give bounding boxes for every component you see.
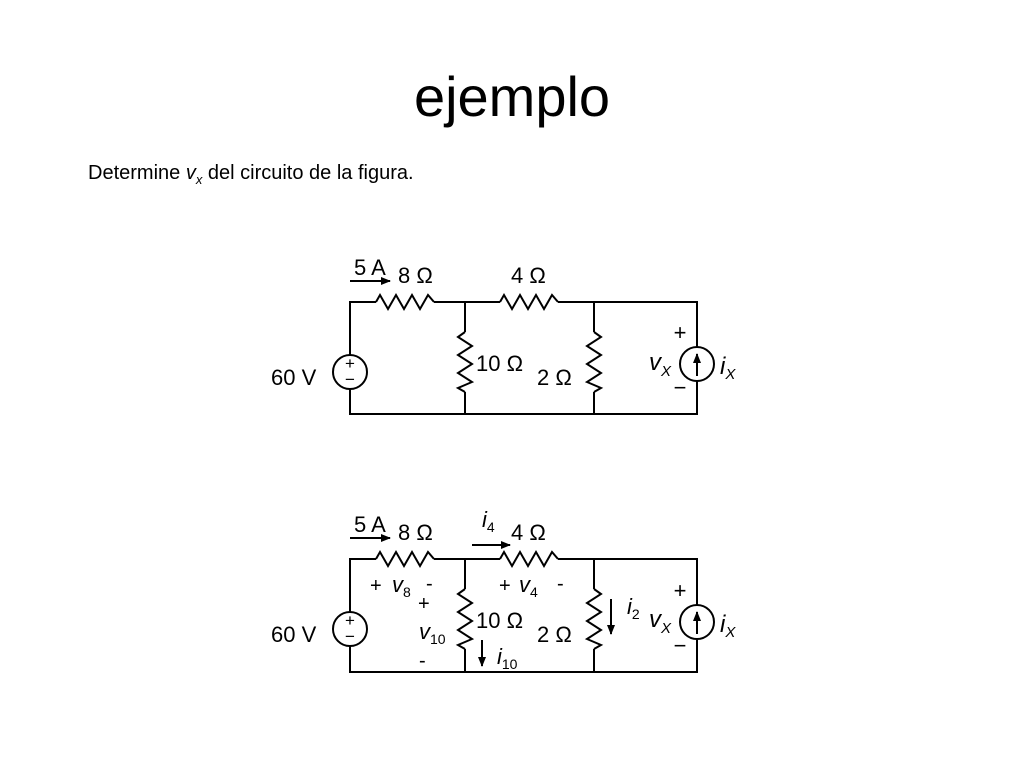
label-2-ohm: 2 Ω [537, 622, 572, 647]
v10-plus: + [418, 593, 430, 615]
label-v8: v8 [392, 572, 411, 600]
label-60v: 60 V [271, 622, 317, 647]
wire-top-right [558, 558, 698, 605]
ix-main: i [720, 353, 726, 380]
vx-main: v [649, 606, 663, 633]
wire-bottom [349, 389, 698, 415]
source-minus-sign: − [345, 627, 355, 646]
label-i4: i4 [482, 507, 495, 535]
label-8-ohm: 8 Ω [398, 263, 433, 288]
label-60v: 60 V [271, 365, 317, 390]
label-vx: vX [649, 349, 672, 380]
v10-main: v [419, 619, 432, 644]
i10-main: i [497, 644, 503, 669]
source-minus-sign: − [345, 370, 355, 389]
label-i2: i2 [627, 594, 640, 622]
circuit-top: + − 60 V 5 A 8 Ω 4 Ω 10 Ω 2 Ω + − vX iX [271, 255, 736, 415]
v8-sub: 8 [403, 584, 411, 600]
resistor-10-ohm [455, 588, 475, 650]
wire-top-left [349, 558, 376, 612]
label-v10: v10 [419, 619, 446, 647]
circuit-bottom: + − 60 V 5 A 8 Ω 4 Ω 10 Ω 2 Ω i4 + v8 - … [271, 507, 736, 673]
vx-sub: X [660, 363, 672, 380]
resistor-8-ohm [375, 549, 435, 569]
resistor-2-ohm [584, 588, 604, 650]
wire-bottom [349, 640, 698, 673]
source-plus-sign: + [345, 611, 355, 630]
voltage-source-60v [332, 611, 368, 647]
resistor-4-ohm [499, 292, 559, 312]
wire-top-right [558, 301, 698, 340]
label-5a: 5 A [354, 512, 386, 537]
resistor-10-ohm [455, 331, 475, 393]
resistor-2-ohm [584, 331, 604, 393]
v4-sub: 4 [530, 584, 538, 600]
problem-variable: vx [185, 162, 203, 187]
current-source-ix [679, 604, 715, 640]
v8-minus: - [426, 573, 433, 595]
label-ix: iX [720, 353, 736, 383]
problem-text-end: del circuito de la figura. [207, 162, 414, 184]
vx-sub: X [660, 620, 672, 637]
ix-main: i [720, 611, 726, 638]
label-10-ohm: 10 Ω [476, 351, 523, 376]
vx-plus: + [674, 578, 687, 603]
ix-sub: X [724, 624, 736, 641]
label-vx: vX [649, 606, 672, 637]
i2-sub: 2 [632, 606, 640, 622]
problem-variable-sub: x [195, 172, 203, 187]
label-5a: 5 A [354, 255, 386, 280]
v10-minus: - [419, 650, 426, 672]
ix-sub: X [724, 366, 736, 383]
label-4-ohm: 4 Ω [511, 263, 546, 288]
label-i10: i10 [497, 644, 518, 672]
label-4-ohm: 4 Ω [511, 520, 546, 545]
label-10-ohm: 10 Ω [476, 608, 523, 633]
source-plus-sign: + [345, 354, 355, 373]
v4-minus: - [557, 573, 564, 595]
problem-text-start: Determine [88, 162, 181, 184]
label-v4: v4 [519, 572, 538, 600]
i4-main: i [482, 507, 488, 532]
slide-title: ejemplo [413, 65, 611, 128]
vx-main: v [649, 349, 663, 376]
vx-plus: + [674, 320, 687, 345]
v8-plus: + [370, 575, 382, 597]
vx-minus: − [674, 633, 687, 658]
v8-main: v [392, 572, 405, 597]
resistor-4-ohm [499, 549, 559, 569]
wire-top-left [349, 301, 376, 355]
voltage-source-60v [332, 354, 368, 390]
v10-sub: 10 [430, 631, 446, 647]
v4-main: v [519, 572, 532, 597]
v4-plus: + [499, 575, 511, 597]
resistor-8-ohm [375, 292, 435, 312]
label-2-ohm: 2 Ω [537, 365, 572, 390]
vx-minus: − [674, 375, 687, 400]
problem-variable-main: v [185, 162, 196, 184]
i4-sub: 4 [487, 519, 495, 535]
label-8-ohm: 8 Ω [398, 520, 433, 545]
i10-sub: 10 [502, 656, 518, 672]
problem-statement: Determine vx del circuito de la figura. [88, 158, 414, 195]
i2-main: i [627, 594, 633, 619]
label-ix: iX [720, 611, 736, 641]
